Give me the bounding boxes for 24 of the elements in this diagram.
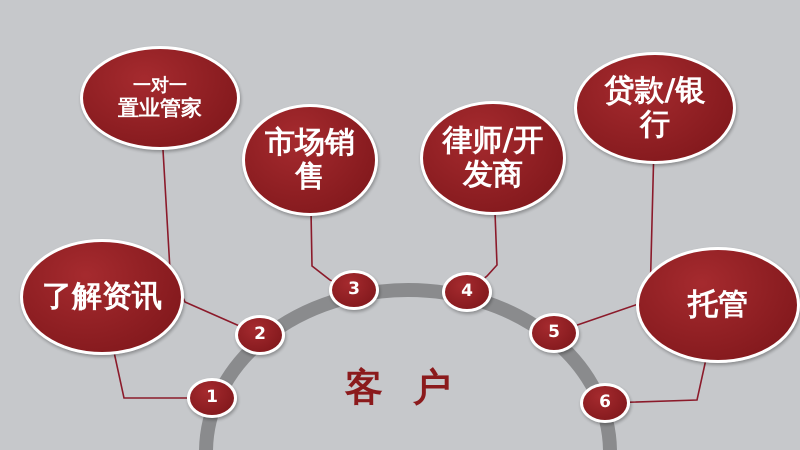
topic-text: 托管	[688, 288, 748, 322]
leader-line	[114, 354, 187, 399]
step-number: 6	[599, 393, 611, 413]
leader-line	[310, 216, 332, 282]
topic-text: 了解资讯	[42, 280, 162, 314]
topic-text: 律师/开发商	[441, 124, 544, 192]
step-circle	[235, 315, 285, 355]
step-circle	[442, 272, 492, 312]
step-number: 1	[206, 388, 218, 408]
step-number: 5	[548, 323, 560, 343]
leader-line	[484, 214, 498, 279]
step-number: 4	[461, 282, 473, 302]
step-circle	[187, 378, 237, 418]
topic-text: 一对一	[133, 76, 187, 96]
leader-line	[630, 362, 706, 403]
step-circle	[529, 313, 579, 353]
topic-text: 贷款/银行	[603, 74, 706, 142]
step-circle	[580, 383, 630, 423]
step-number: 2	[254, 325, 266, 345]
step-circle	[329, 270, 379, 310]
topic-text: 市场销售	[264, 126, 356, 194]
center-label: 客户	[345, 364, 481, 411]
step-number: 3	[348, 280, 360, 300]
topic-text: 置业管家	[118, 96, 202, 120]
